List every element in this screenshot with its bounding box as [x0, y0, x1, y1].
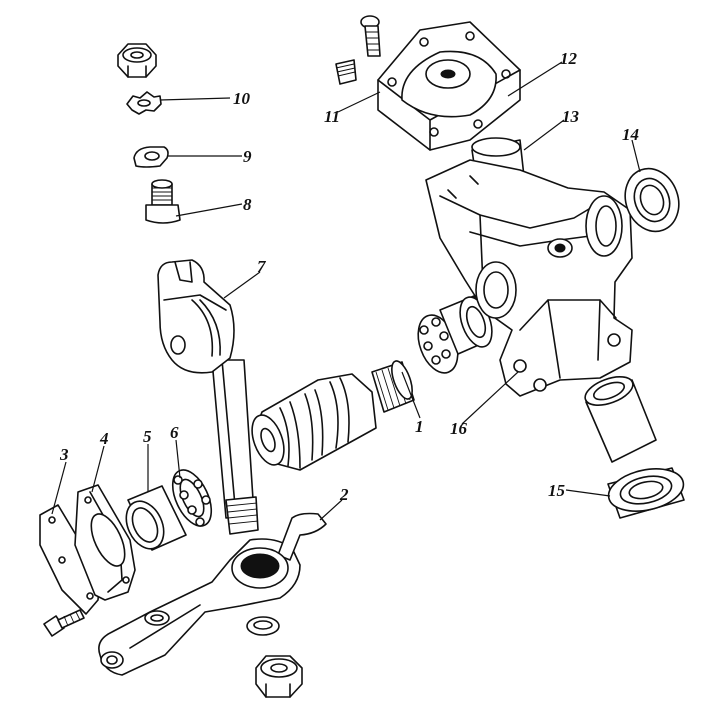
- gasket-3: [39, 504, 101, 615]
- callout-13: 13: [562, 107, 580, 126]
- nut-top: [117, 43, 157, 78]
- plug-11: [335, 59, 357, 85]
- callout-11: 11: [324, 107, 340, 126]
- bushing: [584, 376, 657, 463]
- callout-9: 9: [243, 147, 252, 166]
- worm-bearing: [417, 295, 493, 374]
- spring-washer-lower: [246, 616, 280, 636]
- cover-4: [74, 484, 136, 601]
- callout-8: 8: [243, 195, 252, 214]
- callout-3: 3: [59, 445, 69, 464]
- callout-16: 16: [450, 419, 468, 438]
- leader-lines: [51, 61, 641, 521]
- cover-bolt: [360, 15, 381, 57]
- top-cover-12: [377, 21, 521, 151]
- sector-shaft-7: [157, 259, 259, 535]
- callout-6: 6: [170, 423, 179, 442]
- tab-washer-9: [133, 146, 169, 168]
- callout-labels: 1 2 3 4 5 6 7 8 9 10 11 12 13 14 15 16: [59, 49, 639, 504]
- callout-10: 10: [233, 89, 251, 108]
- bolt-lower: [43, 609, 85, 637]
- callout-1: 1: [415, 417, 424, 436]
- housing-16: [425, 137, 633, 397]
- callout-14: 14: [622, 125, 639, 144]
- callout-5: 5: [143, 427, 152, 446]
- callout-2: 2: [339, 485, 349, 504]
- callout-4: 4: [99, 429, 109, 448]
- callout-7: 7: [257, 257, 267, 276]
- lock-washer-10: [126, 91, 162, 115]
- worm-shaft-1: [251, 360, 415, 471]
- callout-15: 15: [548, 481, 566, 500]
- bearing-14: [624, 167, 680, 233]
- nut-lower: [255, 655, 303, 698]
- pitman-arm-2: [98, 512, 327, 676]
- bolt-8: [145, 179, 181, 224]
- bearing-ring-5: [125, 485, 187, 551]
- callout-12: 12: [560, 49, 578, 68]
- bearing-15: [607, 467, 685, 519]
